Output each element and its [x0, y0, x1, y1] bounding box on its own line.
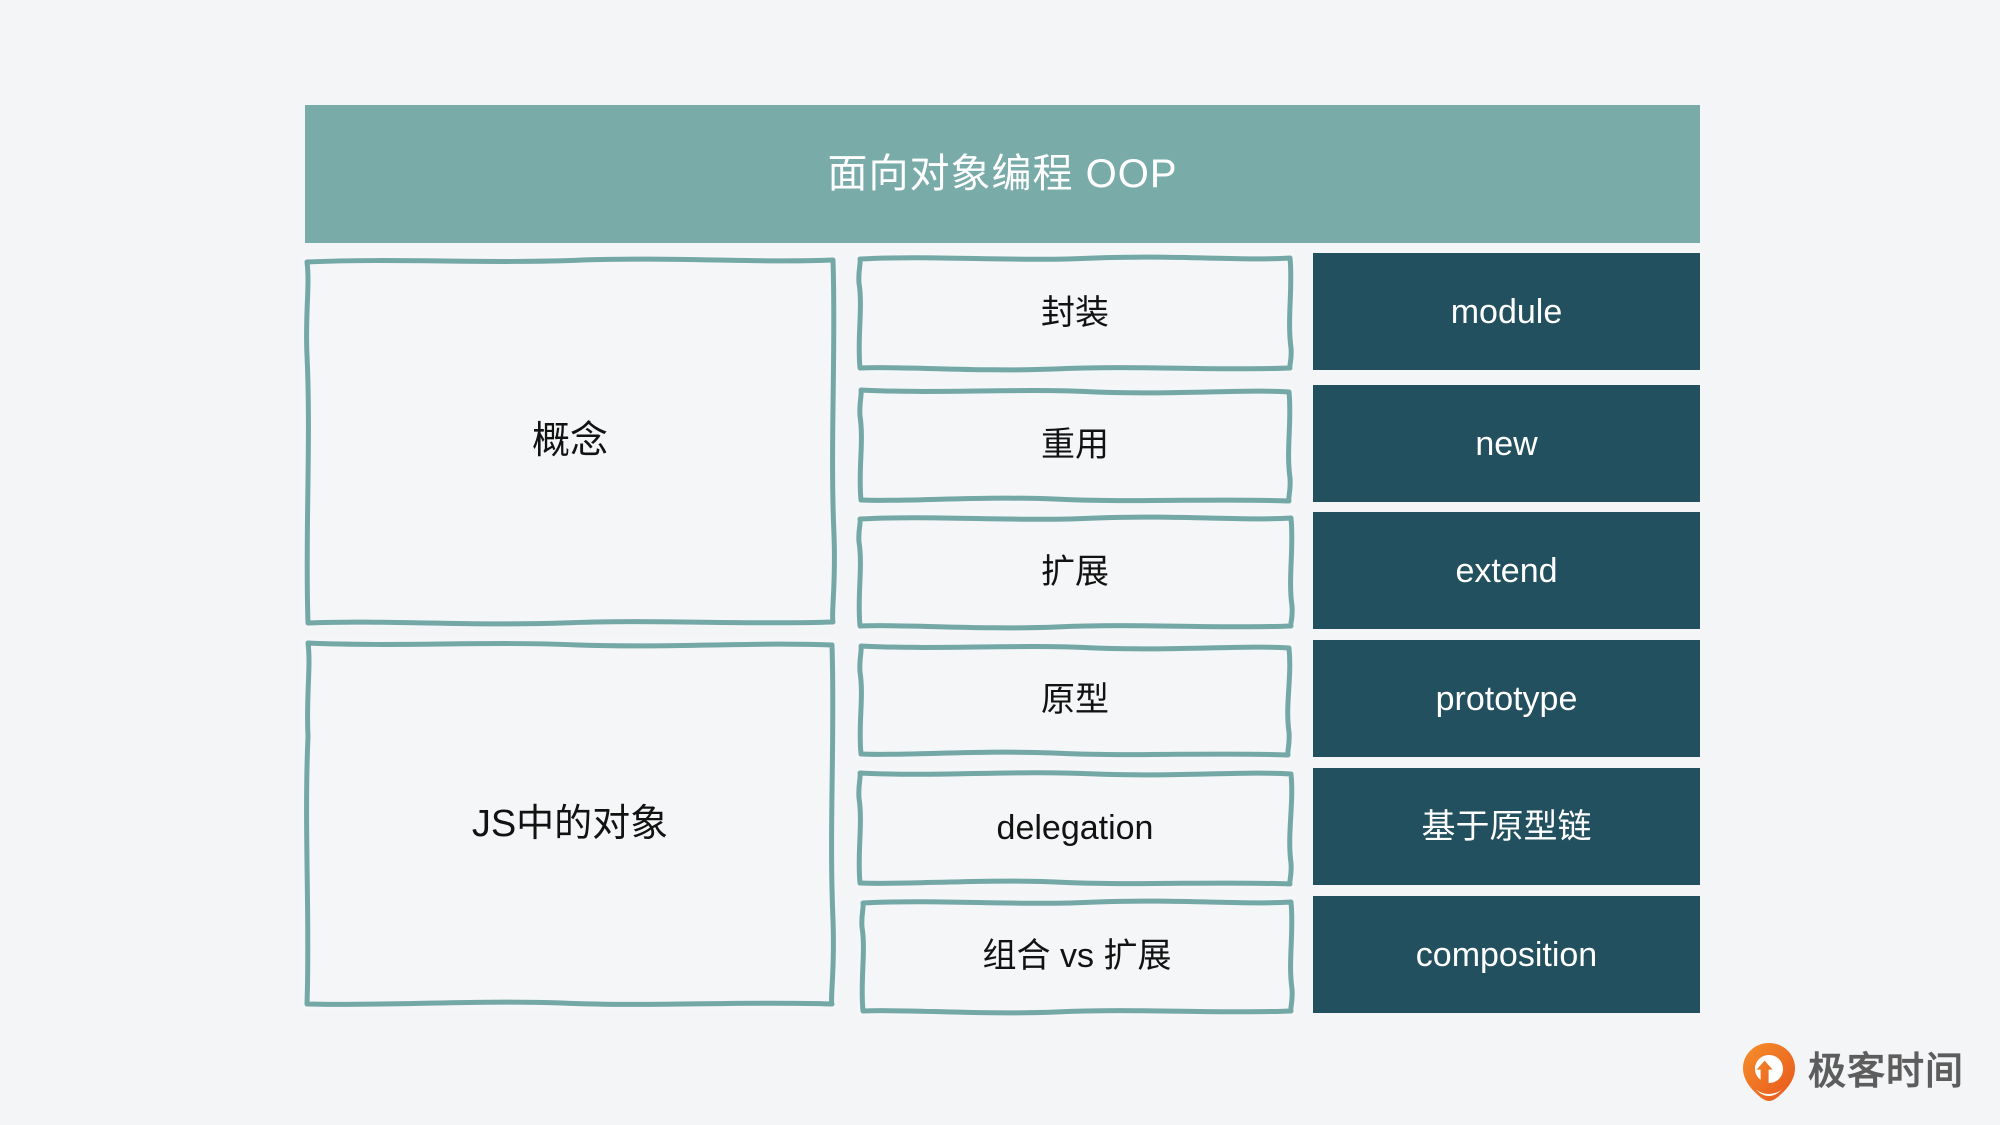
geektime-pin-icon — [1743, 1043, 1795, 1101]
mechanism-box-5-label: 基于原型链 — [1421, 807, 1592, 846]
mechanism-box-6: composition — [1313, 896, 1700, 1013]
slide-title: 面向对象编程 OOP — [827, 152, 1178, 196]
brand-name: 极客时间 — [1808, 1051, 1965, 1093]
mechanism-box-1-label: module — [1450, 292, 1563, 331]
mechanism-box-3: extend — [1313, 512, 1700, 629]
mechanism-box-5: 基于原型链 — [1313, 768, 1700, 885]
concept-box-5-label: delegation — [996, 809, 1154, 847]
concept-box-2-label: 重用 — [1041, 426, 1109, 464]
concept-box-5: delegation — [855, 768, 1295, 888]
concept-box-3: 扩展 — [855, 512, 1295, 632]
mechanism-box-3-label: extend — [1455, 551, 1558, 590]
concept-box-1: 封装 — [855, 253, 1295, 373]
concept-box-6-label: 组合 vs 扩展 — [982, 937, 1172, 975]
concept-box-4: 原型 — [855, 640, 1295, 760]
category-box-2-label: JS中的对象 — [471, 803, 669, 845]
brand-logo: 极客时间 — [1742, 1042, 1964, 1102]
mechanism-box-2: new — [1313, 385, 1700, 502]
slide-header-banner: 面向对象编程 OOP — [305, 105, 1700, 243]
concept-box-4-label: 原型 — [1041, 681, 1109, 719]
mechanism-box-4: prototype — [1313, 640, 1700, 757]
mechanism-box-2-label: new — [1475, 424, 1538, 463]
mechanism-box-6-label: composition — [1415, 935, 1598, 974]
concept-box-2: 重用 — [855, 385, 1295, 505]
concept-box-1-label: 封装 — [1041, 294, 1109, 332]
category-box-2: JS中的对象 — [302, 638, 838, 1010]
mechanism-box-1: module — [1313, 253, 1700, 370]
concept-box-3-label: 扩展 — [1041, 553, 1109, 591]
category-box-1-label: 概念 — [531, 420, 608, 462]
concept-box-6: 组合 vs 扩展 — [857, 896, 1297, 1016]
mechanism-box-4-label: prototype — [1435, 679, 1578, 718]
category-box-1: 概念 — [302, 255, 838, 627]
